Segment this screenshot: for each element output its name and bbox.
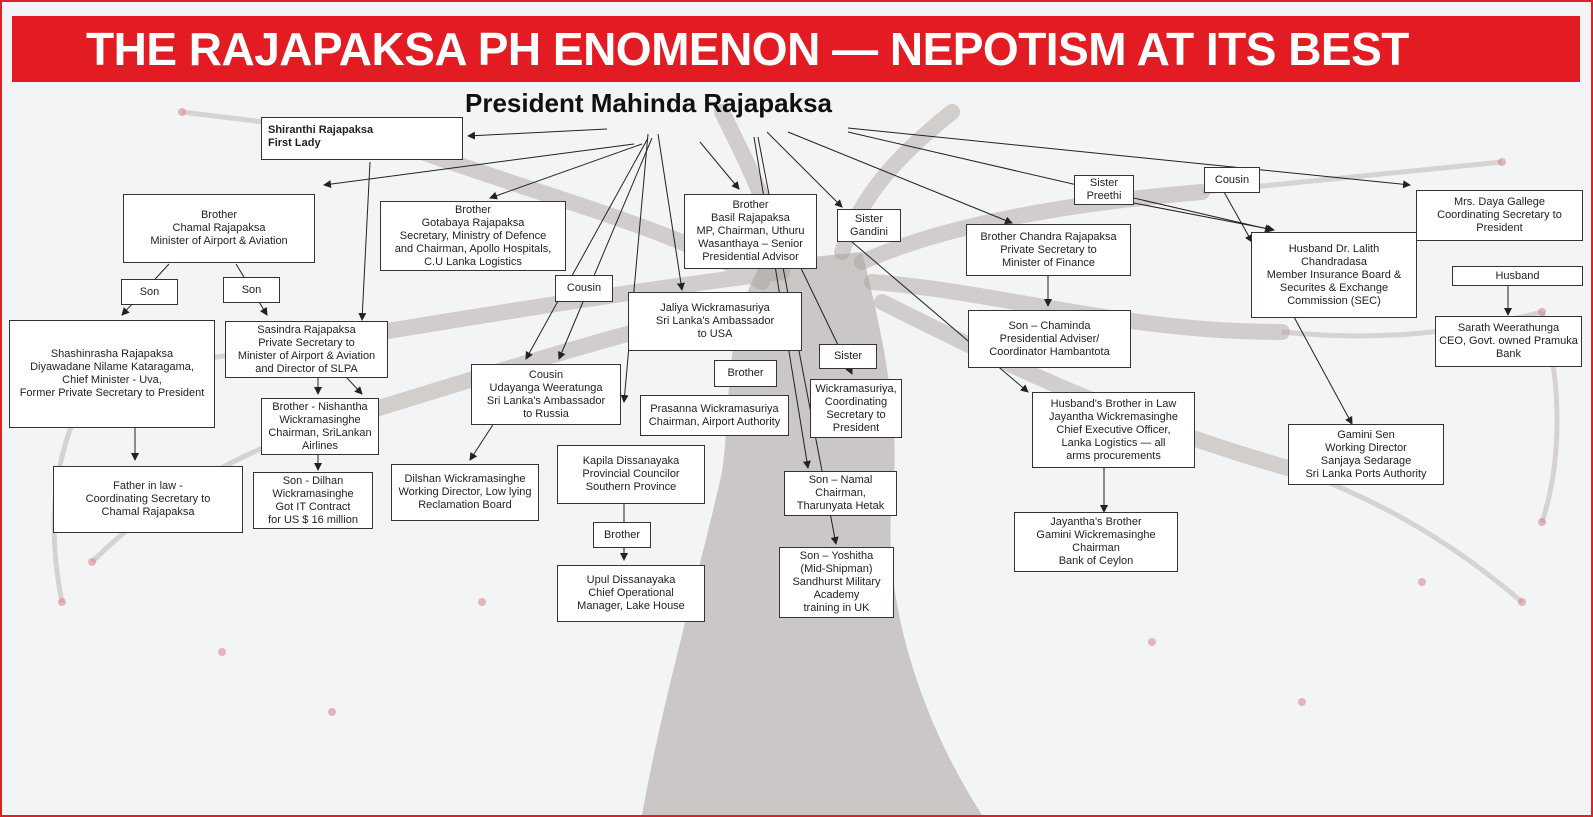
node-chandra: Brother Chandra Rajapaksa Private Secret… (966, 224, 1131, 276)
link-president-shiranthi (467, 128, 608, 140)
node-upul: Upul Dissanayaka Chief Operational Manag… (557, 565, 705, 622)
node-dilshan: Dilshan Wickramasinghe Working Director,… (391, 464, 539, 521)
tree-leaves (58, 108, 1546, 716)
node-chaminda: Son – Chaminda Presidential Adviser/ Coo… (968, 310, 1131, 368)
node-shashinrasha: Shashinrasha Rajapaksa Diyawadane Nilame… (9, 320, 215, 428)
label-cousin-2: Cousin (1204, 167, 1260, 193)
node-gamini-sen: Gamini Sen Working Director Sanjaya Seda… (1288, 424, 1444, 485)
link-lalith-gaminisen (1293, 316, 1353, 425)
node-chamal: Brother Chamal Rajapaksa Minister of Air… (123, 194, 315, 263)
node-sarath: Sarath Weerathunga CEO, Govt. owned Pram… (1435, 316, 1582, 367)
label-sister-1: Sister (819, 344, 877, 369)
node-shiranthi: Shiranthi Rajapaksa First Lady (261, 117, 463, 160)
link-president-jaliya (657, 133, 685, 291)
node-sasindra: Sasindra Rajapaksa Private Secretary to … (225, 321, 388, 378)
link-president-chandra (787, 131, 1013, 225)
node-gotabaya: Brother Gotabaya Rajapaksa Secretary, Mi… (380, 201, 566, 271)
link-president-gandini (766, 131, 843, 208)
link-president-kapila (620, 133, 649, 403)
node-gandini: Sister Gandini (837, 209, 901, 242)
node-udayanga: Cousin Udayanga Weeratunga Sri Lanka's A… (471, 364, 621, 425)
link-sasindra-nishantha2 (346, 377, 363, 395)
node-preethi: Sister Preethi (1074, 175, 1134, 205)
label-brother-1: Brother (714, 360, 777, 387)
tree-trunk (642, 252, 982, 815)
link-preethi-lalith (1117, 199, 1275, 233)
node-daya: Mrs. Daya Gallege Coordinating Secretary… (1416, 190, 1583, 241)
president-heading: President Mahinda Rajapaksa (465, 88, 833, 118)
link-cousin-lalith (1223, 191, 1253, 243)
link-shiranthi-nishantha (358, 161, 371, 321)
link-president-lalith (847, 131, 1273, 233)
label-son-2: Son (223, 277, 280, 303)
link-president-gotabaya (489, 143, 643, 200)
link-president-cousin (525, 137, 649, 360)
node-yoshitha: Son – Yoshitha (Mid-Shipman) Sandhurst M… (779, 547, 894, 618)
label-husband: Husband (1452, 266, 1583, 286)
label-son-1: Son (121, 279, 178, 305)
link-president-basil (699, 141, 740, 190)
node-wickramasuriya: Wickramasuriya, Coordinating Secretary t… (810, 379, 902, 438)
link-president-daya (847, 127, 1411, 189)
node-prasanna: Prasanna Wickramasuriya Chairman, Airpor… (640, 395, 789, 436)
node-father-in-law: Father in law - Coordinating Secretary t… (53, 466, 243, 533)
node-jaliya: Jaliya Wickramasuriya Sri Lanka's Ambass… (628, 292, 802, 351)
node-lalith: Husband Dr. Lalith Chandradasa Member In… (1251, 232, 1417, 318)
link-president-chamal (323, 143, 635, 189)
label-cousin-1: Cousin (555, 275, 613, 302)
label-brother-2: Brother (593, 522, 651, 548)
node-basil: Brother Basil Rajapaksa MP, Chairman, Ut… (684, 194, 817, 269)
node-nishantha: Brother - Nishantha Wickramasinghe Chair… (261, 398, 379, 455)
node-dilhan: Son - Dilhan Wickramasinghe Got IT Contr… (253, 472, 373, 529)
page-title-banner: THE RAJAPAKSA PH ENOMENON — NEPOTISM AT … (12, 16, 1580, 82)
node-kapila: Kapila Dissanayaka Provincial Councilor … (557, 445, 705, 504)
node-namal: Son – Namal Chairman, Tharunyata Hetak (784, 471, 897, 516)
link-president-cousin2 (558, 137, 653, 360)
node-gamini-w: Jayantha's Brother Gamini Wickremasinghe… (1014, 512, 1178, 572)
node-jayantha: Husband's Brother in Law Jayantha Wickre… (1032, 392, 1195, 468)
link-udayanga-dilshan (469, 419, 497, 461)
